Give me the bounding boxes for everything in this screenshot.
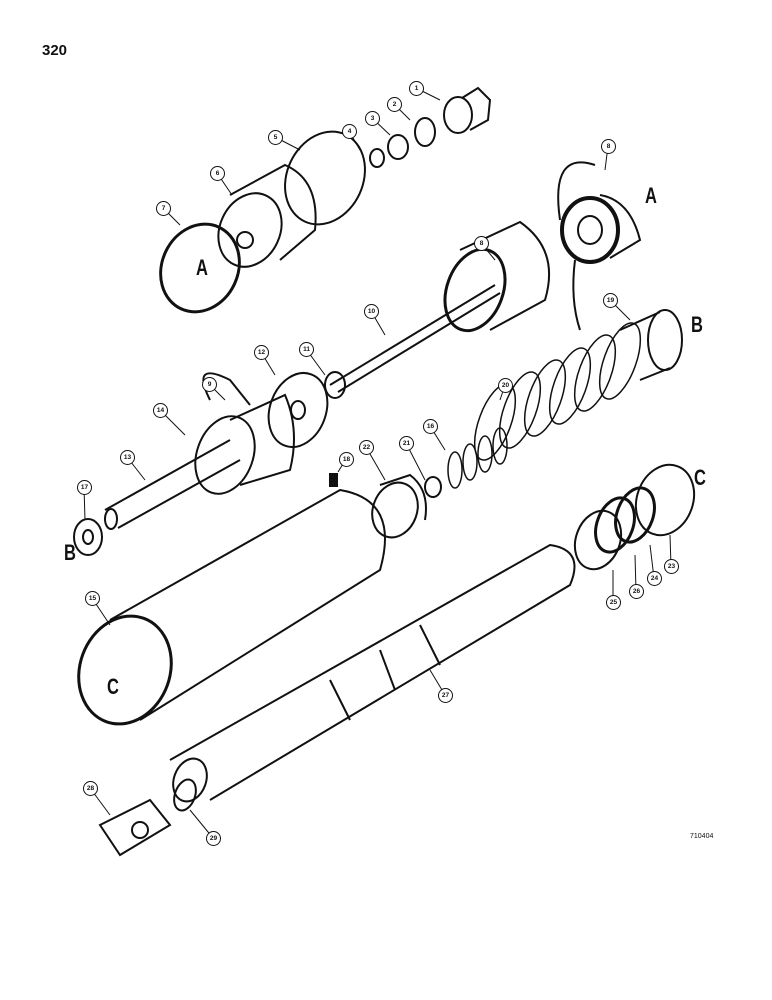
washer-4	[369, 148, 385, 168]
callout-15: 15	[85, 591, 100, 606]
callout-5: 5	[268, 130, 283, 145]
o-ring-29	[173, 778, 197, 812]
washer-21	[424, 476, 442, 498]
callout-27: 27	[438, 688, 453, 703]
cap-23	[634, 463, 696, 537]
washer-11	[324, 371, 346, 399]
callout-26: 26	[629, 584, 644, 599]
match-letter-a-left: A	[196, 255, 208, 280]
callout-18: 18	[339, 452, 354, 467]
callout-3: 3	[365, 111, 380, 126]
callout-10: 10	[364, 304, 379, 319]
callout-8-sleeve: 8	[474, 236, 489, 251]
spring-16	[447, 427, 508, 489]
match-letter-c-left: C	[107, 674, 119, 699]
callout-6: 6	[210, 166, 225, 181]
callout-11: 11	[299, 342, 314, 357]
callout-4: 4	[342, 124, 357, 139]
washer-17	[73, 518, 103, 556]
retainer-22	[371, 473, 427, 539]
o-ring-26	[594, 496, 636, 554]
callout-25: 25	[606, 595, 621, 610]
image-code: 710404	[690, 833, 714, 840]
callout-19: 19	[603, 293, 618, 308]
callout-24: 24	[647, 571, 662, 586]
callout-29: 29	[206, 831, 221, 846]
body-9	[202, 372, 295, 486]
clevis-28	[98, 798, 172, 857]
shaft-13	[104, 439, 241, 530]
rod-10	[329, 284, 501, 393]
housing-15	[77, 488, 386, 726]
callout-12: 12	[254, 345, 269, 360]
callout-22: 22	[359, 440, 374, 455]
callout-2: 2	[387, 97, 402, 112]
callout-23: 23	[664, 559, 679, 574]
nut-2	[414, 117, 436, 147]
match-letter-a-right: A	[645, 183, 657, 208]
spring-seat-19	[619, 309, 683, 381]
callout-20: 20	[498, 378, 513, 393]
o-ring-7	[159, 222, 241, 314]
spool-27	[169, 543, 576, 803]
pin-18	[329, 473, 338, 487]
plug-1	[443, 86, 492, 134]
piston-6	[217, 163, 317, 268]
callout-17: 17	[77, 480, 92, 495]
disc-3	[387, 134, 409, 160]
sleeve-8	[443, 220, 551, 333]
callout-28: 28	[83, 781, 98, 796]
callout-13: 13	[120, 450, 135, 465]
callout-16: 16	[423, 419, 438, 434]
callout-9: 9	[202, 377, 217, 392]
callout-8-cap: 8	[601, 139, 616, 154]
callout-1: 1	[409, 81, 424, 96]
match-letter-b-right: B	[691, 312, 703, 337]
callout-21: 21	[399, 436, 414, 451]
snap-ring-5	[284, 130, 366, 226]
seal-25	[573, 509, 623, 571]
match-letter-b-left: B	[64, 540, 76, 565]
match-letter-c-right: C	[694, 465, 706, 490]
callout-7: 7	[156, 201, 171, 216]
callout-14: 14	[153, 403, 168, 418]
cap-9	[557, 161, 642, 331]
plate-14	[194, 415, 256, 495]
page-number: 320	[42, 42, 68, 59]
